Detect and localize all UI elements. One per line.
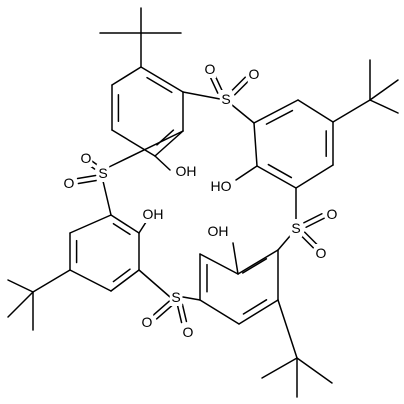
so-double-bond [152, 300, 171, 316]
double-bond-inner-line [242, 299, 268, 315]
so-double-bond [209, 77, 219, 94]
oh-bond [232, 242, 239, 275]
label-background [219, 90, 233, 108]
atom-label-o-left-a: O [81, 150, 92, 166]
tbutyl-bond [277, 299, 298, 359]
sulfonyl-bond [138, 269, 171, 298]
label-background [62, 174, 76, 192]
atom-label-oh-mid-right: HO [211, 178, 232, 194]
ring-bond [237, 249, 279, 275]
sulfonyl-bond [182, 296, 201, 301]
label-background [325, 205, 339, 223]
sulfonyl-bond [108, 130, 184, 168]
atom-label-o-left-b: O [64, 175, 75, 191]
ring-bond [69, 214, 112, 234]
tbutyl-methyl-bond [261, 357, 298, 379]
so-double-bond [300, 235, 314, 249]
atom-label-s-left: S [98, 165, 107, 181]
double-bond-inner-line [112, 222, 131, 236]
atom-label-s-top-right: S [221, 91, 230, 107]
double-bond-inner-line [267, 163, 293, 179]
label-background [210, 177, 232, 195]
bond-lines [7, 7, 399, 398]
so-double-bond [176, 304, 183, 324]
tbutyl-methyl-bond [296, 357, 333, 384]
atom-label-s-bottom: S [171, 289, 180, 305]
ring-bond [140, 66, 184, 93]
atom-label-oh-top-left: OH [176, 163, 197, 179]
atom-label-o-top-right-b: O [249, 66, 260, 82]
ring-bond [297, 99, 334, 123]
label-background [175, 162, 197, 180]
ring-bond [69, 269, 112, 292]
label-background [79, 149, 93, 167]
oh-bond [235, 165, 258, 181]
sulfonyl-bond [277, 235, 291, 251]
atom-label-oh-mid-left: OH [143, 206, 164, 222]
ring-bond [199, 253, 239, 275]
atom-label-o-bottom-a: O [142, 314, 153, 330]
tbutyl-methyl-bond [369, 99, 399, 114]
double-bond-inner-line [146, 76, 173, 94]
label-background [289, 219, 303, 237]
label-background [96, 164, 110, 182]
so-double-bond [303, 213, 323, 224]
label-background [247, 65, 261, 83]
ring-bond [199, 299, 240, 325]
label-background [169, 288, 183, 306]
sulfonyl-bond [102, 180, 112, 216]
so-double-bond [181, 303, 188, 323]
atom-label-s-right: S [291, 220, 300, 236]
tbutyl-bond [32, 269, 71, 293]
ring-bond [110, 269, 140, 292]
atom-label-o-right-a: O [327, 206, 338, 222]
so-double-bond [304, 231, 318, 245]
tbutyl-methyl-bond [7, 279, 34, 293]
atom-label-o-right-b: O [316, 245, 327, 261]
so-double-bond [230, 76, 246, 92]
oh-bond [154, 155, 171, 171]
ring-bond [111, 66, 142, 86]
so-double-bond [77, 179, 98, 185]
ring-bond [238, 299, 279, 325]
so-double-bond [76, 174, 97, 180]
ring-bond [154, 130, 184, 157]
so-double-bond [155, 304, 174, 320]
so-double-bond [234, 80, 250, 96]
ring-bond [110, 214, 140, 234]
ring-bond [111, 129, 156, 157]
tbutyl-methyl-bond [7, 291, 34, 318]
label-background [142, 205, 164, 223]
atom-label-o-bottom-b: O [183, 324, 194, 340]
so-double-bond [214, 75, 224, 92]
atom-label-oh-lower-right: OH [208, 223, 229, 239]
label-background [181, 323, 195, 341]
double-bond-inner-line [241, 258, 268, 274]
tbutyl-bond [332, 99, 371, 123]
label-background [140, 313, 154, 331]
ring-bond [253, 99, 299, 124]
sulfonyl-bond [182, 91, 221, 100]
label-background [207, 222, 229, 240]
so-double-bond [305, 217, 325, 228]
ring-bond [295, 164, 334, 189]
double-bond-inner-line [112, 268, 131, 283]
atom-label-o-top-right-a: O [205, 61, 216, 77]
sulfonyl-bond [231, 104, 255, 124]
label-background [314, 244, 328, 262]
ring-bond [256, 165, 297, 189]
label-background [203, 60, 217, 78]
double-bond-inner-line [265, 109, 294, 125]
ring-bond [253, 122, 258, 167]
tbutyl-methyl-bond [369, 79, 399, 101]
